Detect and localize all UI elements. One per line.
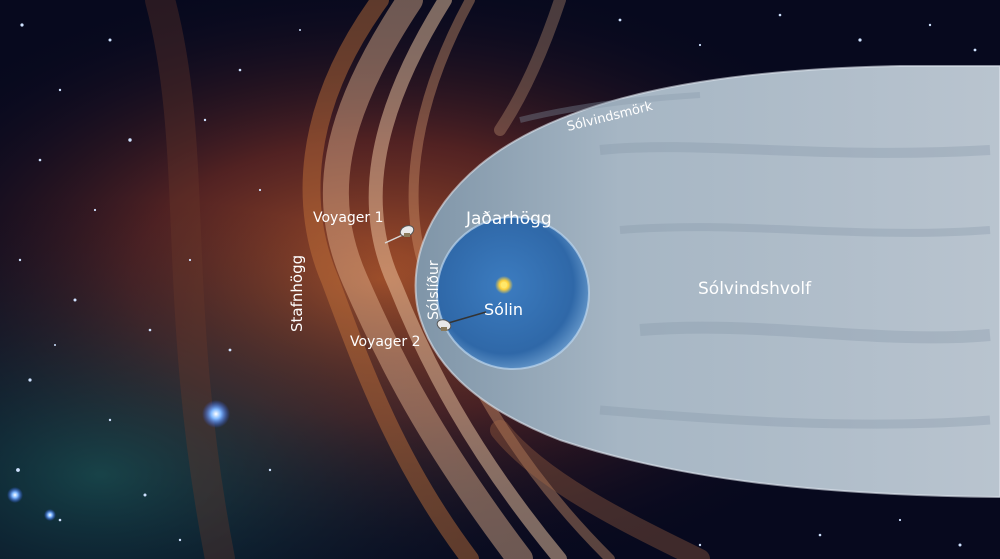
bow-shock-label: Stafnhögg xyxy=(288,255,306,332)
heliosphere-label: Sólvindshvolf xyxy=(698,279,812,299)
voyager1-label: Voyager 1 xyxy=(313,210,384,226)
sun-label: Sólin xyxy=(484,300,523,319)
termination-shock-sphere xyxy=(436,216,590,370)
termination-shock-label: Jaðarhögg xyxy=(465,209,552,229)
voyager1-probe-icon xyxy=(384,225,415,244)
voyager2-probe-icon xyxy=(436,311,487,331)
bright-star-small xyxy=(7,487,23,503)
heliosphere-bubble xyxy=(414,65,1000,499)
stars xyxy=(16,13,977,547)
voyager2-label: Voyager 2 xyxy=(350,334,421,350)
sun-icon xyxy=(500,281,508,289)
bright-star xyxy=(202,400,230,428)
bright-star-small-2 xyxy=(44,509,56,521)
heliosphere-texture xyxy=(519,92,991,429)
heliopause-label: Sólslíður xyxy=(426,260,442,320)
